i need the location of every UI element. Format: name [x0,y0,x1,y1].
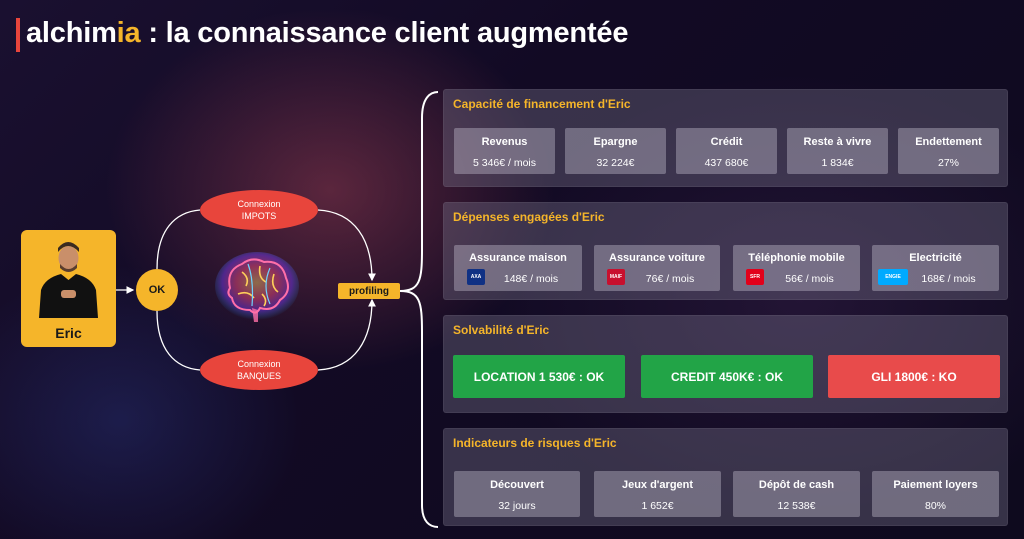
ok-node: OK [136,269,178,311]
depense-value: 168€ / mois [921,273,976,285]
axa-logo-icon: AXA [467,269,485,285]
risque-value: 32 jours [498,500,536,512]
risque-card-jeux-argent: Jeux d'argent 1 652€ [594,471,721,517]
brand-accent: ia [116,17,141,49]
depense-label: Assurance voiture [609,252,705,264]
capacite-value: 27% [937,157,959,169]
engie-logo-icon: ENGIE [878,269,908,285]
title-accent-bar [16,18,20,52]
capacite-label: Epargne [593,136,638,148]
depense-value: 76€ / mois [645,273,695,285]
connexion-impots-line2: IMPOTS [241,211,277,221]
page-title: alchimia : la connaissance client augmen… [26,17,628,50]
capacite-value: 1 834€ [821,157,854,169]
client-card: Eric [21,230,116,347]
capacite-label: Reste à vivre [803,136,872,148]
depense-label: Assurance maison [469,252,567,264]
risque-card-depot-cash: Dépôt de cash 12 538€ [733,471,860,517]
risque-value: 80% [924,500,946,512]
solvabilite-credit-ok: CREDIT 450K€ : OK [641,355,813,398]
brand-prefix: alchim [26,17,117,49]
capacite-card-endettement: Endettement 27% [898,128,999,174]
connexion-impots-node: Connexion IMPOTS [200,190,318,230]
depense-value: 148€ / mois [503,273,559,285]
capacite-card-credit: Crédit 437 680€ [676,128,777,174]
risque-value: 12 538€ [777,500,816,512]
risque-label: Paiement loyers [893,479,978,491]
capacite-label: Endettement [915,136,982,148]
client-avatar [39,242,98,318]
capacite-card-epargne: Epargne 32 224€ [565,128,666,174]
risques-title: Indicateurs de risques d'Eric [453,436,617,450]
risque-value: 1 652€ [641,500,674,512]
connexion-impots-line1: Connexion [237,199,281,209]
sfr-logo-icon: SFR [746,269,764,285]
risques-panel: Indicateurs de risques d'Eric Découvert … [443,428,1008,526]
client-name: Eric [55,325,82,341]
capacite-card-reste-a-vivre: Reste à vivre 1 834€ [787,128,888,174]
capacite-card-revenus: Revenus 5 346€ / mois [454,128,555,174]
risque-label: Découvert [490,479,544,491]
connexion-banques-line1: Connexion [237,359,281,369]
capacite-value: 5 346€ / mois [472,157,537,169]
depense-card-electricite: Electricité ENGIE 168€ / mois [872,245,999,291]
connexion-banques-line2: BANQUES [236,371,281,381]
risque-card-paiement-loyers: Paiement loyers 80% [872,471,999,517]
depense-label: Electricité [909,252,962,264]
depenses-panel: Dépenses engagées d'Eric Assurance maiso… [443,202,1008,300]
solvabilite-gli-ko: GLI 1800€ : KO [828,355,1000,398]
risque-label: Jeux d'argent [621,479,694,491]
brain-icon [215,252,299,322]
solvabilite-location-ok: LOCATION 1 530€ : OK [453,355,625,398]
depense-card-telephonie: Téléphonie mobile SFR 56€ / mois [733,245,860,291]
solvabilite-panel: Solvabilité d'Eric LOCATION 1 530€ : OK … [443,315,1008,413]
capacite-panel: Capacité de financement d'Eric Revenus 5… [443,89,1008,187]
profiling-node: profiling [338,283,400,299]
risque-card-decouvert: Découvert 32 jours [454,471,580,517]
depense-value: 56€ / mois [785,273,834,285]
capacite-value: 32 224€ [596,157,635,169]
depense-card-assurance-maison: Assurance maison AXA 148€ / mois [454,245,582,291]
depenses-title: Dépenses engagées d'Eric [453,210,605,224]
maif-logo-icon: MAIF [607,269,625,285]
depense-label: Téléphonie mobile [748,252,845,264]
connexion-banques-node: Connexion BANQUES [200,350,318,390]
depense-card-assurance-voiture: Assurance voiture MAIF 76€ / mois [594,245,720,291]
capacite-value: 437 680€ [704,157,749,169]
title-rest: : la connaissance client augmentée [140,17,629,49]
solvabilite-title: Solvabilité d'Eric [453,323,550,337]
capacite-title: Capacité de financement d'Eric [453,97,631,111]
risque-label: Dépôt de cash [758,479,835,491]
capacite-label: Crédit [710,136,743,148]
capacite-label: Revenus [481,136,528,148]
